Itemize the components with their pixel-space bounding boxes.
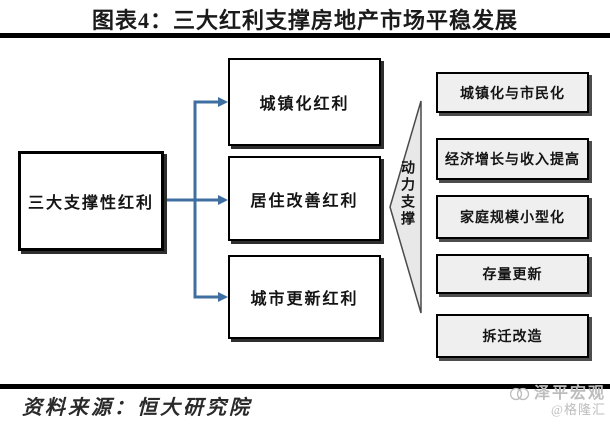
driver-box-label: 城镇化与市民化 — [460, 86, 565, 102]
watermark-brand-row: 泽平宏观 — [509, 385, 606, 403]
driver-box-demolition: 拆迁改造 — [436, 314, 589, 358]
root-box-three-dividends: 三大支撑性红利 — [18, 151, 164, 251]
dividend-box-label: 居住改善红利 — [250, 192, 359, 210]
watermark-handle-text: @格隆汇 — [551, 401, 606, 417]
watermark: 泽平宏观 @格隆汇 — [509, 385, 606, 417]
driver-box-label: 家庭规模小型化 — [460, 211, 565, 226]
arrowhead-top — [218, 97, 228, 107]
driver-box-label: 存量更新 — [482, 268, 543, 283]
figure-title: 图表4：三大红利支撑房地产市场平稳发展 — [91, 8, 518, 33]
title-separator-line — [0, 33, 610, 38]
driver-box-income-growth: 经济增长与收入提高 — [436, 138, 589, 180]
dividend-box-housing-improvement: 居住改善红利 — [228, 156, 381, 241]
watermark-handle-row: @格隆汇 — [551, 403, 606, 417]
dividend-box-urban-renewal: 城市更新红利 — [228, 255, 381, 339]
arrowhead-middle — [218, 195, 228, 205]
root-box-label: 三大支撑性红利 — [27, 195, 154, 212]
driver-box-citizenization: 城镇化与市民化 — [436, 72, 589, 113]
driver-box-smaller-households: 家庭规模小型化 — [436, 195, 589, 239]
watermark-brand-text: 泽平宏观 — [533, 385, 606, 402]
support-arrow-label: 动力支撑 — [399, 160, 414, 228]
dividend-box-label: 城镇化红利 — [259, 96, 350, 113]
source-note: 资料来源：恒大研究院 — [22, 397, 252, 419]
driver-box-label: 拆迁改造 — [482, 330, 543, 345]
arrowhead-bottom — [218, 292, 228, 302]
dividend-box-label: 城市更新红利 — [250, 291, 359, 308]
driver-box-label: 经济增长与收入提高 — [445, 153, 580, 168]
footer-separator-line — [0, 384, 610, 389]
watermark-logo-icon — [509, 388, 530, 401]
driver-box-stock-renewal: 存量更新 — [436, 254, 589, 294]
dividend-box-urbanization: 城镇化红利 — [228, 58, 381, 146]
